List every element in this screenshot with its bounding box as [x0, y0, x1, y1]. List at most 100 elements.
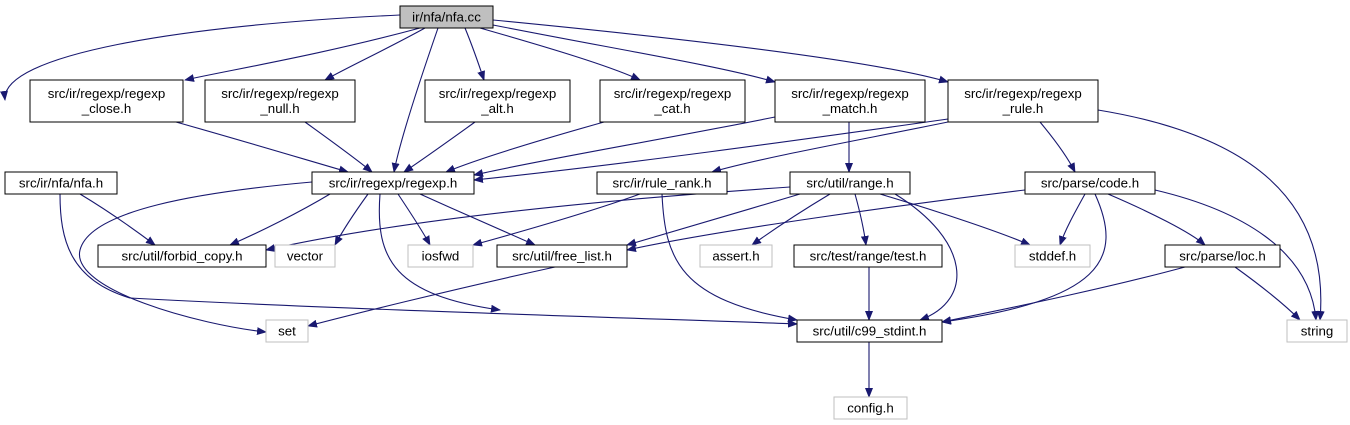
node-box — [947, 79, 1099, 123]
node-box — [596, 171, 728, 195]
edge-range_h-to-free_list_h — [626, 193, 801, 247]
node-label: src/parse/loc.h — [1179, 249, 1265, 264]
node-label: set — [278, 324, 296, 339]
node-label: src/ir/nfa/nfa.h — [19, 176, 103, 191]
edge-alt_h-to-regexp_h — [403, 121, 476, 173]
edge-code_h-to-c99_stdint_h — [941, 193, 1107, 325]
node-c99-stdint-h[interactable]: src/util/c99_stdint.h — [796, 319, 943, 343]
node-box — [793, 244, 943, 268]
node-box — [265, 319, 309, 343]
node-regexp-h[interactable]: src/ir/regexp/regexp.h — [311, 171, 475, 195]
node-alt-h[interactable]: src/ir/regexp/regexp_alt.h — [424, 79, 571, 123]
node-box — [407, 244, 474, 268]
edge-nfa_h-to-c99_stdint_h — [59, 193, 798, 328]
node-label: src/ir/regexp/regexp — [221, 86, 339, 101]
edge-range_h-to-c99_stdint_h — [894, 193, 958, 321]
node-box — [496, 244, 628, 268]
edge-code_h-to-string — [1154, 189, 1320, 321]
node-nfa-cc[interactable]: ir/nfa/nfa.cc — [399, 5, 494, 29]
edge-range_h-to-forbid_copy_h — [265, 186, 791, 252]
node-iosfwd: iosfwd — [407, 244, 474, 268]
edge-regexp_h-to-vector — [334, 193, 369, 246]
node-label: src/ir/regexp/regexp — [48, 86, 166, 101]
node-config-h: config.h — [833, 396, 908, 420]
node-label: src/util/free_list.h — [512, 249, 612, 264]
node-box — [4, 171, 118, 195]
edge-code_h-to-loc_h — [1107, 193, 1206, 246]
node-label: src/test/range/test.h — [810, 249, 927, 264]
node-null-h[interactable]: src/ir/regexp/regexp_null.h — [204, 79, 356, 123]
node-label: iosfwd — [422, 249, 460, 264]
edge-loc_h-to-string — [1234, 266, 1301, 321]
node-stddef-h: stddef.h — [1014, 244, 1091, 268]
node-box — [833, 396, 908, 420]
node-label: src/util/forbid_copy.h — [122, 249, 243, 264]
node-code-h[interactable]: src/parse/code.h — [1024, 171, 1156, 195]
node-box — [796, 319, 943, 343]
node-loc-h[interactable]: src/parse/loc.h — [1164, 244, 1281, 268]
node-box — [424, 79, 571, 123]
edge-regexp_h-to-c99_stdint_h — [378, 193, 501, 313]
node-label: src/ir/regexp/regexp — [614, 86, 732, 101]
node-assert-h: assert.h — [699, 244, 773, 268]
node-box — [399, 5, 494, 29]
node-label: _null.h — [259, 101, 299, 116]
node-label: src/util/range.h — [806, 176, 893, 191]
edge-nfa_cc-to-close_h — [184, 27, 421, 82]
edge-rule_rank_h-to-c99_stdint_h — [661, 193, 798, 323]
node-label: src/ir/regexp/regexp — [964, 86, 1082, 101]
node-set: set — [265, 319, 309, 343]
node-free-list-h[interactable]: src/util/free_list.h — [496, 244, 628, 268]
edge-range_h-to-stddef_h — [879, 193, 1031, 246]
node-label: stddef.h — [1029, 249, 1076, 264]
edge-rule_h-to-string — [1097, 109, 1325, 321]
node-rule-rank-h[interactable]: src/ir/rule_rank.h — [596, 171, 728, 195]
edge-nfa_cc-to-cat_h — [479, 27, 641, 81]
node-label: string — [1301, 324, 1334, 339]
node-box — [599, 79, 746, 123]
node-label: _close.h — [81, 101, 132, 116]
edge-nfa_cc-to-rule_h — [492, 19, 949, 84]
edge-null_h-to-regexp_h — [304, 121, 373, 173]
node-rule-h[interactable]: src/ir/regexp/regexp_rule.h — [947, 79, 1099, 123]
edge-loc_h-to-c99_stdint_h — [941, 266, 1186, 325]
node-box — [204, 79, 356, 123]
node-string: string — [1286, 319, 1348, 343]
edges — [0, 14, 1325, 398]
node-close-h[interactable]: src/ir/regexp/regexp_close.h — [29, 79, 184, 123]
edge-rule_h-to-code_h — [1039, 121, 1076, 173]
node-test-h[interactable]: src/test/range/test.h — [793, 244, 943, 268]
edge-rule_rank_h-to-iosfwd — [472, 193, 641, 247]
node-nfa-h[interactable]: src/ir/nfa/nfa.h — [4, 171, 118, 195]
node-label: src/ir/regexp/regexp — [791, 86, 909, 101]
node-label: _cat.h — [653, 101, 690, 116]
node-box — [274, 244, 336, 268]
node-range-h[interactable]: src/util/range.h — [789, 171, 911, 195]
edge-rule_h-to-regexp_h — [473, 118, 949, 184]
edge-rule_h-to-rule_rank_h — [711, 121, 949, 174]
node-box — [699, 244, 773, 268]
node-label: config.h — [847, 401, 894, 416]
edge-regexp_h-to-set — [79, 181, 313, 336]
node-label: src/util/c99_stdint.h — [813, 324, 927, 339]
edge-nfa_cc-to-regexp_h — [391, 27, 439, 173]
node-label: src/ir/regexp/regexp — [439, 86, 557, 101]
node-label: src/ir/regexp/regexp.h — [329, 176, 458, 191]
node-vector: vector — [274, 244, 336, 268]
edge-code_h-to-stddef_h — [1059, 193, 1086, 246]
node-forbid-copy-h[interactable]: src/util/forbid_copy.h — [97, 244, 267, 268]
edge-nfa_cc-to-null_h — [324, 27, 426, 81]
node-box — [789, 171, 911, 195]
node-label: src/parse/code.h — [1041, 176, 1139, 191]
edge-range_h-to-test_h — [854, 193, 869, 246]
node-box — [29, 79, 184, 123]
node-label: ir/nfa/nfa.cc — [412, 10, 481, 25]
edge-regexp_h-to-free_list_h — [419, 193, 536, 246]
node-cat-h[interactable]: src/ir/regexp/regexp_cat.h — [599, 79, 746, 123]
edge-nfa_cc-to-match_h — [492, 24, 776, 84]
edge-range_h-to-assert_h — [751, 193, 831, 246]
node-match-h[interactable]: src/ir/regexp/regexp_match.h — [774, 79, 926, 123]
node-box — [97, 244, 267, 268]
node-label: _rule.h — [1002, 101, 1044, 116]
